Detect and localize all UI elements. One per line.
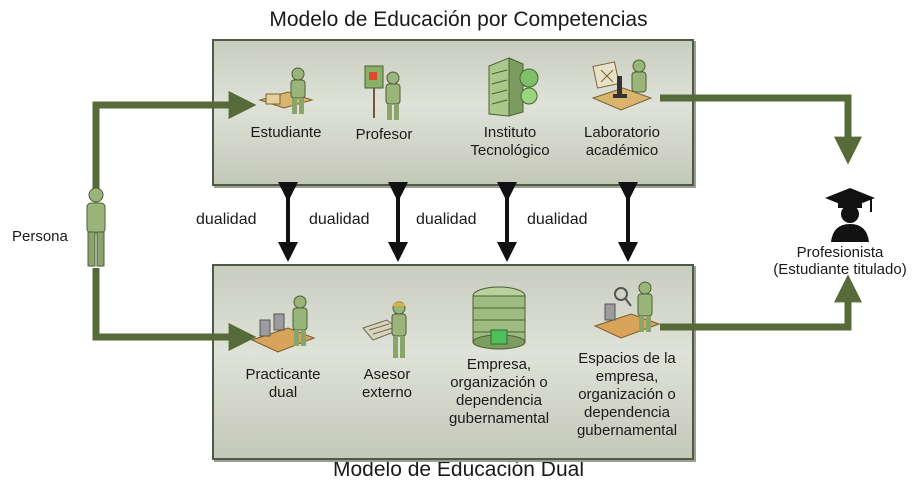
duality-label-1: dualidad bbox=[196, 211, 257, 228]
lab-to-graduate-arrow bbox=[660, 94, 862, 165]
graduate-label: Profesionista (Estudiante titulado) bbox=[773, 244, 907, 278]
microscope-lab-icon bbox=[591, 59, 653, 111]
item-instituto: Instituto Tecnológico bbox=[450, 56, 570, 160]
persona-to-competency-arrow bbox=[92, 91, 257, 190]
item-practicante-label: Practicante dual bbox=[245, 366, 321, 401]
persona-label: Persona bbox=[12, 228, 68, 245]
item-espacios-label: Espacios de la empresa, organización o d… bbox=[576, 350, 678, 439]
item-estudiante: Estudiante bbox=[232, 64, 340, 142]
item-estudiante-label: Estudiante bbox=[250, 124, 322, 141]
item-practicante: Practicante dual bbox=[228, 294, 338, 402]
item-empresa: Empresa, organización o dependencia gube… bbox=[434, 282, 564, 428]
item-asesor-label: Asesor externo bbox=[361, 366, 413, 401]
item-asesor: Asesor externo bbox=[350, 298, 424, 402]
top-model-title: Modelo de Educación por Competencias bbox=[269, 8, 648, 31]
assembly-line-worker-icon bbox=[250, 295, 316, 353]
duality-label-2: dualidad bbox=[309, 211, 370, 228]
graduate-cap-icon bbox=[825, 188, 875, 242]
bottom-model-title: Modelo de Educación Dual bbox=[333, 458, 584, 481]
student-desk-icon bbox=[258, 67, 314, 114]
engineer-blueprint-icon bbox=[362, 301, 407, 358]
school-building-icon bbox=[488, 57, 539, 117]
duality-arrows bbox=[278, 182, 638, 262]
item-laboratorio: Laboratorio académico bbox=[562, 58, 682, 160]
office-building-icon bbox=[472, 286, 526, 350]
duality-label-4: dualidad bbox=[527, 211, 588, 228]
teacher-board-icon bbox=[364, 65, 401, 120]
item-profesor: Profesor bbox=[351, 62, 417, 144]
workspace-to-graduate-arrow bbox=[660, 274, 862, 331]
persona-to-dual-arrow bbox=[92, 268, 257, 351]
dual-model-panel bbox=[212, 264, 694, 460]
item-profesor-label: Profesor bbox=[355, 126, 413, 143]
persona-figure-icon bbox=[86, 187, 106, 267]
item-laboratorio-label: Laboratorio académico bbox=[584, 124, 660, 159]
duality-label-3: dualidad bbox=[416, 211, 477, 228]
item-empresa-label: Empresa, organización o dependencia gube… bbox=[448, 356, 550, 427]
item-instituto-label: Instituto Tecnológico bbox=[470, 124, 550, 159]
workspace-inspection-icon bbox=[593, 281, 661, 339]
item-espacios: Espacios de la empresa, organización o d… bbox=[564, 280, 690, 440]
